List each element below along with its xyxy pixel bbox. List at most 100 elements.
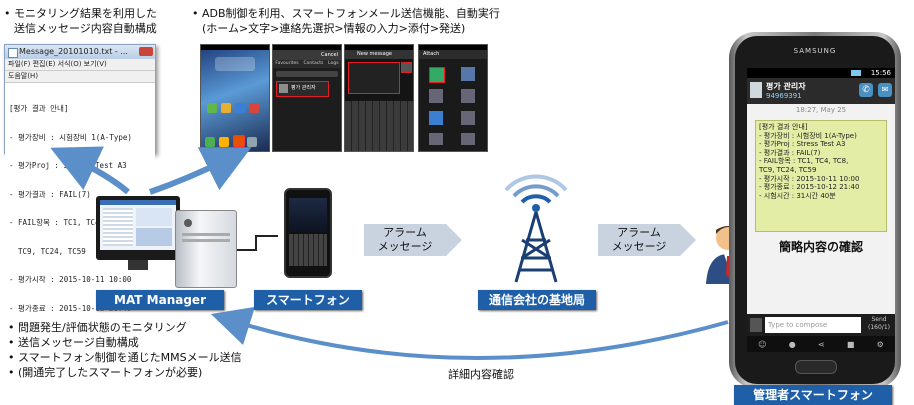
bottom-left-note: 問題発生/評価状態のモニタリング 送信メッセージ自動構成 スマートフォン制御を通…	[8, 320, 242, 380]
contact-row-highlighted[interactable]: 평가 관리자	[276, 81, 329, 97]
admin-phone-screen: 15:56 평가 관리자 94969391 ✆ ✉ 18:27, May 25 …	[747, 68, 895, 352]
app-icon[interactable]	[221, 103, 231, 113]
contact-avatar	[750, 82, 762, 98]
note-line: (開通完了したスマートフォンが必要)	[8, 365, 242, 380]
send-count: (160/1)	[868, 324, 890, 331]
status-bar: 15:56	[747, 68, 895, 78]
record-audio-icon[interactable]	[461, 111, 475, 125]
clock-widget	[215, 57, 255, 71]
emoji-icon[interactable]: ☺	[758, 339, 767, 349]
close-icon[interactable]	[139, 47, 153, 56]
summary-caption: 簡略内容の確認	[778, 240, 863, 254]
notepad-line: - 평가결과 : FAIL(7)	[9, 189, 91, 199]
message-bubble[interactable]: [평가 결과 안내] - 평가장비 : 시험장비 1(A-Type) - 평가P…	[755, 120, 887, 232]
messages-app-icon[interactable]	[233, 135, 245, 147]
note-line: 送信メッセージ自動構成	[8, 335, 242, 350]
alarm-text-line: アラーム	[617, 226, 661, 239]
status-bar	[419, 45, 487, 50]
drive-bay	[182, 233, 230, 236]
s-planner-icon[interactable]	[461, 133, 475, 145]
microphone-icon[interactable]: ●	[788, 339, 796, 349]
record-video-icon[interactable]	[461, 89, 475, 103]
image-attach-icon[interactable]	[429, 67, 445, 83]
power-icon	[184, 219, 192, 227]
alarm-text-line: アラーム	[383, 226, 427, 239]
attach-icon[interactable]	[401, 62, 412, 73]
home-screen-screenshot	[200, 44, 270, 152]
app-table	[103, 208, 133, 246]
admin-smartphone: SAMSUNG 15:56 평가 관리자 94969391 ✆ ✉ 18:27,…	[729, 32, 901, 388]
brand-logo: SAMSUNG	[793, 47, 837, 55]
contacts-screenshot: Cancel Favourites Contacts Logs 평가 관리자	[272, 44, 342, 152]
home-button[interactable]	[795, 360, 837, 374]
detail-confirm-arrow	[210, 306, 729, 360]
message-line: TC9, TC24, TC59	[759, 165, 817, 174]
notepad-icon	[8, 48, 18, 58]
call-icon[interactable]: ✆	[859, 83, 873, 97]
phone-body: SAMSUNG 15:56 평가 관리자 94969391 ✆ ✉ 18:27,…	[735, 36, 895, 384]
audio-icon[interactable]	[429, 111, 443, 125]
apps-icon[interactable]	[247, 137, 257, 147]
notepad-menu[interactable]: 파일(F) 편집(E) 서식(O) 보기(V)	[5, 59, 155, 71]
conversation-header: 평가 관리자 94969391 ✆ ✉	[747, 78, 895, 104]
app-icon[interactable]	[207, 103, 217, 113]
tab-logs[interactable]: Logs	[328, 61, 339, 66]
share-icon[interactable]: ⋖	[817, 339, 825, 349]
message-line: - FAIL항목 : TC1, TC4, TC8,	[759, 157, 849, 166]
message-line: - 평가결과 : FAIL(7)	[759, 148, 821, 157]
notepad-titlebar: Message_20101010.txt - ...	[5, 45, 155, 59]
cancel-button[interactable]: Cancel	[273, 50, 341, 60]
avatar	[279, 84, 288, 93]
camera-icon[interactable]	[461, 67, 475, 81]
tab-favourites[interactable]: Favourites	[275, 61, 299, 66]
contact-tabs: Favourites Contacts Logs	[273, 60, 341, 68]
base-station-label: 通信会社の基地局	[478, 290, 596, 310]
message-icon[interactable]: ✉	[878, 83, 892, 97]
compose-input[interactable]: Type to compose	[765, 317, 861, 333]
status-time: 15:56	[870, 69, 891, 77]
search-input[interactable]	[276, 71, 338, 77]
alarm-message-arrow-1: アラーム メッセージ	[364, 220, 464, 260]
monitor	[96, 196, 180, 260]
message-line: - 평가시작 : 2015-10-11 10:00	[759, 174, 860, 183]
note-line: 送信メッセージ内容自動構成	[14, 22, 157, 35]
video-icon[interactable]	[429, 89, 443, 103]
smartphone	[284, 188, 332, 278]
contact-name: 평가 관리자	[291, 85, 316, 91]
app-titlebar	[100, 200, 176, 205]
message-title: New message	[345, 50, 413, 59]
attach-icon[interactable]	[750, 318, 762, 332]
top-left-note: モニタリング結果を利用した 送信メッセージ内容自動構成	[4, 6, 157, 36]
attach-title: Attach	[419, 50, 487, 59]
monitor-stand	[128, 260, 148, 270]
contacts-app-icon[interactable]	[219, 137, 229, 147]
top-center-note: ADB制御を利用、スマートフォンメール送信機能、自動実行 (ホーム>文字>連絡先…	[192, 6, 500, 36]
app-icon[interactable]	[235, 103, 245, 113]
drive-bay	[182, 239, 230, 242]
message-timestamp: 18:27, May 25	[795, 106, 847, 114]
message-line: - 평가Proj : Stress Test A3	[759, 140, 846, 149]
smartphone-screen	[289, 198, 327, 232]
server-tower	[175, 210, 237, 288]
notepad-line: - 평가장비 : 시험장비 1(A-Type)	[9, 132, 132, 142]
gear-icon[interactable]: ⚙	[876, 339, 884, 349]
tab-contacts[interactable]: Contacts	[303, 61, 324, 66]
alarm-text-line: メッセージ	[611, 240, 667, 253]
status-bar	[201, 45, 269, 50]
memo-icon[interactable]	[429, 133, 443, 145]
smartphone-keyboard	[289, 234, 327, 266]
note-line: モニタリング結果を利用した	[4, 6, 157, 21]
app-icon[interactable]	[249, 103, 259, 113]
send-button[interactable]: Send (160/1)	[865, 316, 893, 334]
message-body-highlighted[interactable]	[348, 62, 400, 94]
keyboard[interactable]	[345, 101, 413, 151]
monitor-screen	[100, 200, 176, 250]
attach-screenshot: Attach	[418, 44, 488, 152]
camera-icon[interactable]: ■	[846, 339, 855, 349]
phone-app-icon[interactable]	[205, 137, 215, 147]
contact-name: 평가 관리자	[766, 82, 806, 91]
notepad-menu-help[interactable]: 도움말(H)	[5, 71, 155, 83]
admin-smartphone-label: 管理者スマートフォン	[734, 385, 892, 405]
note-line: (ホーム>文字>連絡先選択>情報の入力>添付>発送)	[202, 22, 466, 35]
